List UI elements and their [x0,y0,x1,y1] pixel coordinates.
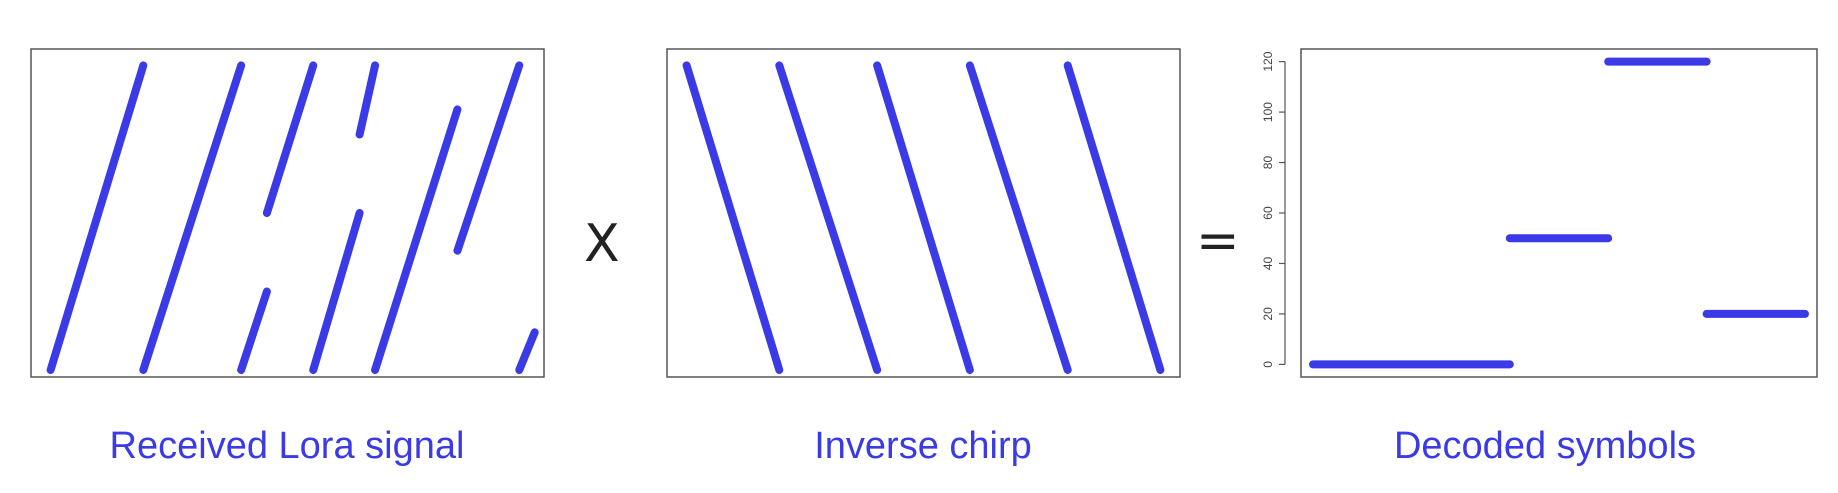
received-chirp-line-2 [139,61,246,374]
received-chirp-line-6 [355,61,380,139]
inverse-chirp-panel [666,48,1181,378]
inverse-chirp-caption: Inverse chirp [814,425,1032,467]
y-tick-label: 120 [1261,51,1275,71]
y-tick-label: 20 [1261,307,1275,321]
inverse-chirp-line-1 [682,61,784,374]
inverse-chirp-line-2 [775,61,882,374]
inverse-chirp-line-3 [873,61,974,374]
y-tick-label: 100 [1261,102,1275,122]
received-signal-lines [46,61,539,374]
decoded-symbols-chart: 0 20 40 60 80 100 120 [1261,48,1818,378]
received-signal-frame [30,48,545,378]
received-signal-caption: Received Lora signal [109,425,465,467]
decoded-symbol-lines [1309,57,1809,369]
inverse-chirp-line-5 [1063,61,1165,374]
inverse-chirp-lines [682,61,1165,374]
received-chirp-line-4 [262,61,318,217]
received-signal-panel [30,48,545,378]
decoded-plot-frame [1300,48,1818,378]
received-chirp-line-1 [46,61,148,374]
y-tick-label: 60 [1261,206,1275,220]
multiply-operator: X [584,214,620,274]
y-tick-label: 80 [1261,156,1275,170]
equals-operator: = [1196,211,1240,271]
y-axis: 0 20 40 60 80 100 120 [1261,51,1286,368]
received-chirp-line-5 [309,209,364,374]
received-chirp-line-9 [515,328,539,374]
y-tick-label: 40 [1261,256,1275,270]
received-chirp-line-3 [237,287,271,374]
received-chirp-line-7 [371,105,462,374]
received-chirp-line-8 [453,61,524,255]
y-tick-label: 0 [1261,361,1275,368]
decoded-symbols-caption: Decoded symbols [1393,425,1697,467]
inverse-chirp-line-4 [965,61,1072,374]
